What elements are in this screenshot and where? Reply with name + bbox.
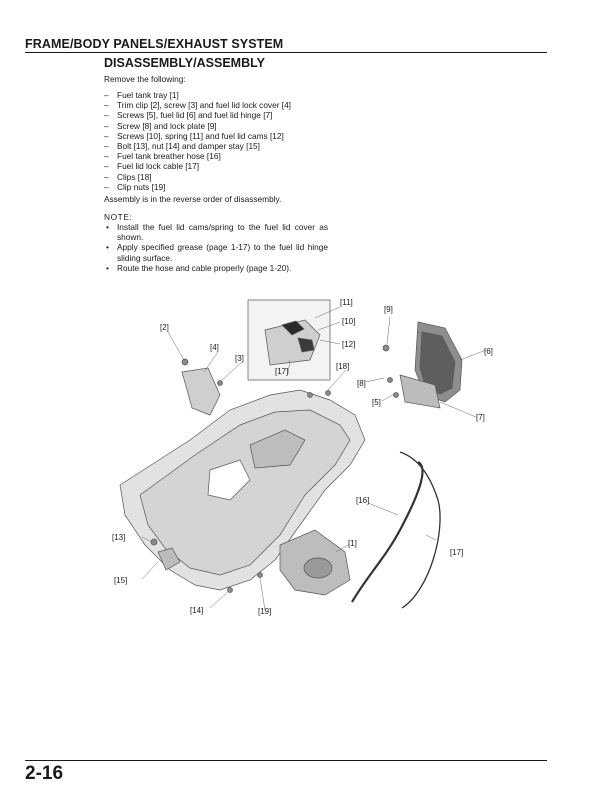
notes-list: Install the fuel lid cams/spring to the … xyxy=(104,222,328,273)
callout-6: [6] xyxy=(484,347,493,356)
callout-9: [9] xyxy=(384,305,393,314)
callout-8: [8] xyxy=(357,379,366,388)
list-item: Fuel tank breather hose [16] xyxy=(104,151,291,161)
cover-recess xyxy=(249,429,306,469)
damper-stay-shape xyxy=(157,547,181,571)
list-item: Screws [5], fuel lid [6] and fuel lid hi… xyxy=(104,110,291,120)
cam-shape xyxy=(297,337,315,353)
exploded-diagram-drawing: [11] [10] [12] [9] [2] [4] [3] [17] [18]… xyxy=(112,298,493,616)
screw-shape xyxy=(387,377,393,383)
fuel-lid-lock-cover-shape xyxy=(181,367,221,416)
screw-shape xyxy=(217,380,223,386)
page-subtitle: DISASSEMBLY/ASSEMBLY xyxy=(104,56,265,70)
bolt-shape xyxy=(150,538,158,546)
header-rule xyxy=(25,52,547,53)
list-item: Clip nuts [19] xyxy=(104,182,291,192)
list-item: Clips [18] xyxy=(104,172,291,182)
note-item: Route the hose and cable properly (page … xyxy=(104,263,328,273)
list-item: Screws [10], spring [11] and fuel lid ca… xyxy=(104,131,291,141)
callout-12: [12] xyxy=(342,340,355,349)
intro-text: Remove the following: xyxy=(104,74,186,84)
cover-opening xyxy=(207,459,251,501)
list-item: Fuel tank tray [1] xyxy=(104,90,291,100)
exploded-diagram: [11] [10] [12] [9] [2] [4] [3] [17] [18]… xyxy=(100,290,500,630)
list-item: Bolt [13], nut [14] and damper stay [15] xyxy=(104,141,291,151)
screw-shape xyxy=(393,392,399,398)
fuel-lid-hinge-shape xyxy=(399,374,441,409)
lock-plate-shape xyxy=(382,344,390,352)
callout-11: [11] xyxy=(340,298,353,307)
callout-18: [18] xyxy=(336,362,349,371)
fuel-lid-inner xyxy=(419,331,456,395)
list-item: Fuel lid lock cable [17] xyxy=(104,161,291,171)
callout-10: [10] xyxy=(342,317,355,326)
assembly-note: Assembly is in the reverse order of disa… xyxy=(104,194,282,204)
callout-19: [19] xyxy=(258,607,271,616)
callout-1: [1] xyxy=(348,539,357,548)
callout-13: [13] xyxy=(112,533,125,542)
list-item: Screw [8] and lock plate [9] xyxy=(104,121,291,131)
footer-rule xyxy=(25,760,547,761)
clip-shape xyxy=(325,390,331,396)
fuel-tank-tray-opening xyxy=(303,557,333,579)
spring-shape xyxy=(281,320,305,336)
note-label: NOTE: xyxy=(104,212,133,222)
callout-7: [7] xyxy=(476,413,485,422)
breather-hose-shape xyxy=(351,461,424,603)
callout-14: [14] xyxy=(190,606,203,615)
callout-3: [3] xyxy=(235,354,244,363)
callout-5: [5] xyxy=(372,398,381,407)
callout-16: [16] xyxy=(356,496,369,505)
list-item: Trim clip [2], screw [3] and fuel lid lo… xyxy=(104,100,291,110)
clip-nut-shape xyxy=(257,572,263,578)
clip-shape xyxy=(307,392,313,398)
callout-15: [15] xyxy=(114,576,127,585)
trim-clip-shape xyxy=(181,358,189,366)
section-title: FRAME/BODY PANELS/EXHAUST SYSTEM xyxy=(25,37,284,51)
callout-2: [2] xyxy=(160,323,169,332)
note-item: Install the fuel lid cams/spring to the … xyxy=(104,222,328,242)
removal-list: Fuel tank tray [1] Trim clip [2], screw … xyxy=(104,90,291,192)
callout-17-top: [17] xyxy=(275,367,288,376)
page-number: 2-16 xyxy=(25,763,64,784)
lock-cable-shape xyxy=(399,451,441,609)
nut-shape xyxy=(227,587,233,593)
callout-17: [17] xyxy=(450,548,463,557)
callout-4: [4] xyxy=(210,343,219,352)
note-item: Apply specified grease (page 1-17) to th… xyxy=(104,242,328,262)
fuel-lid-cam-shape xyxy=(264,319,321,366)
